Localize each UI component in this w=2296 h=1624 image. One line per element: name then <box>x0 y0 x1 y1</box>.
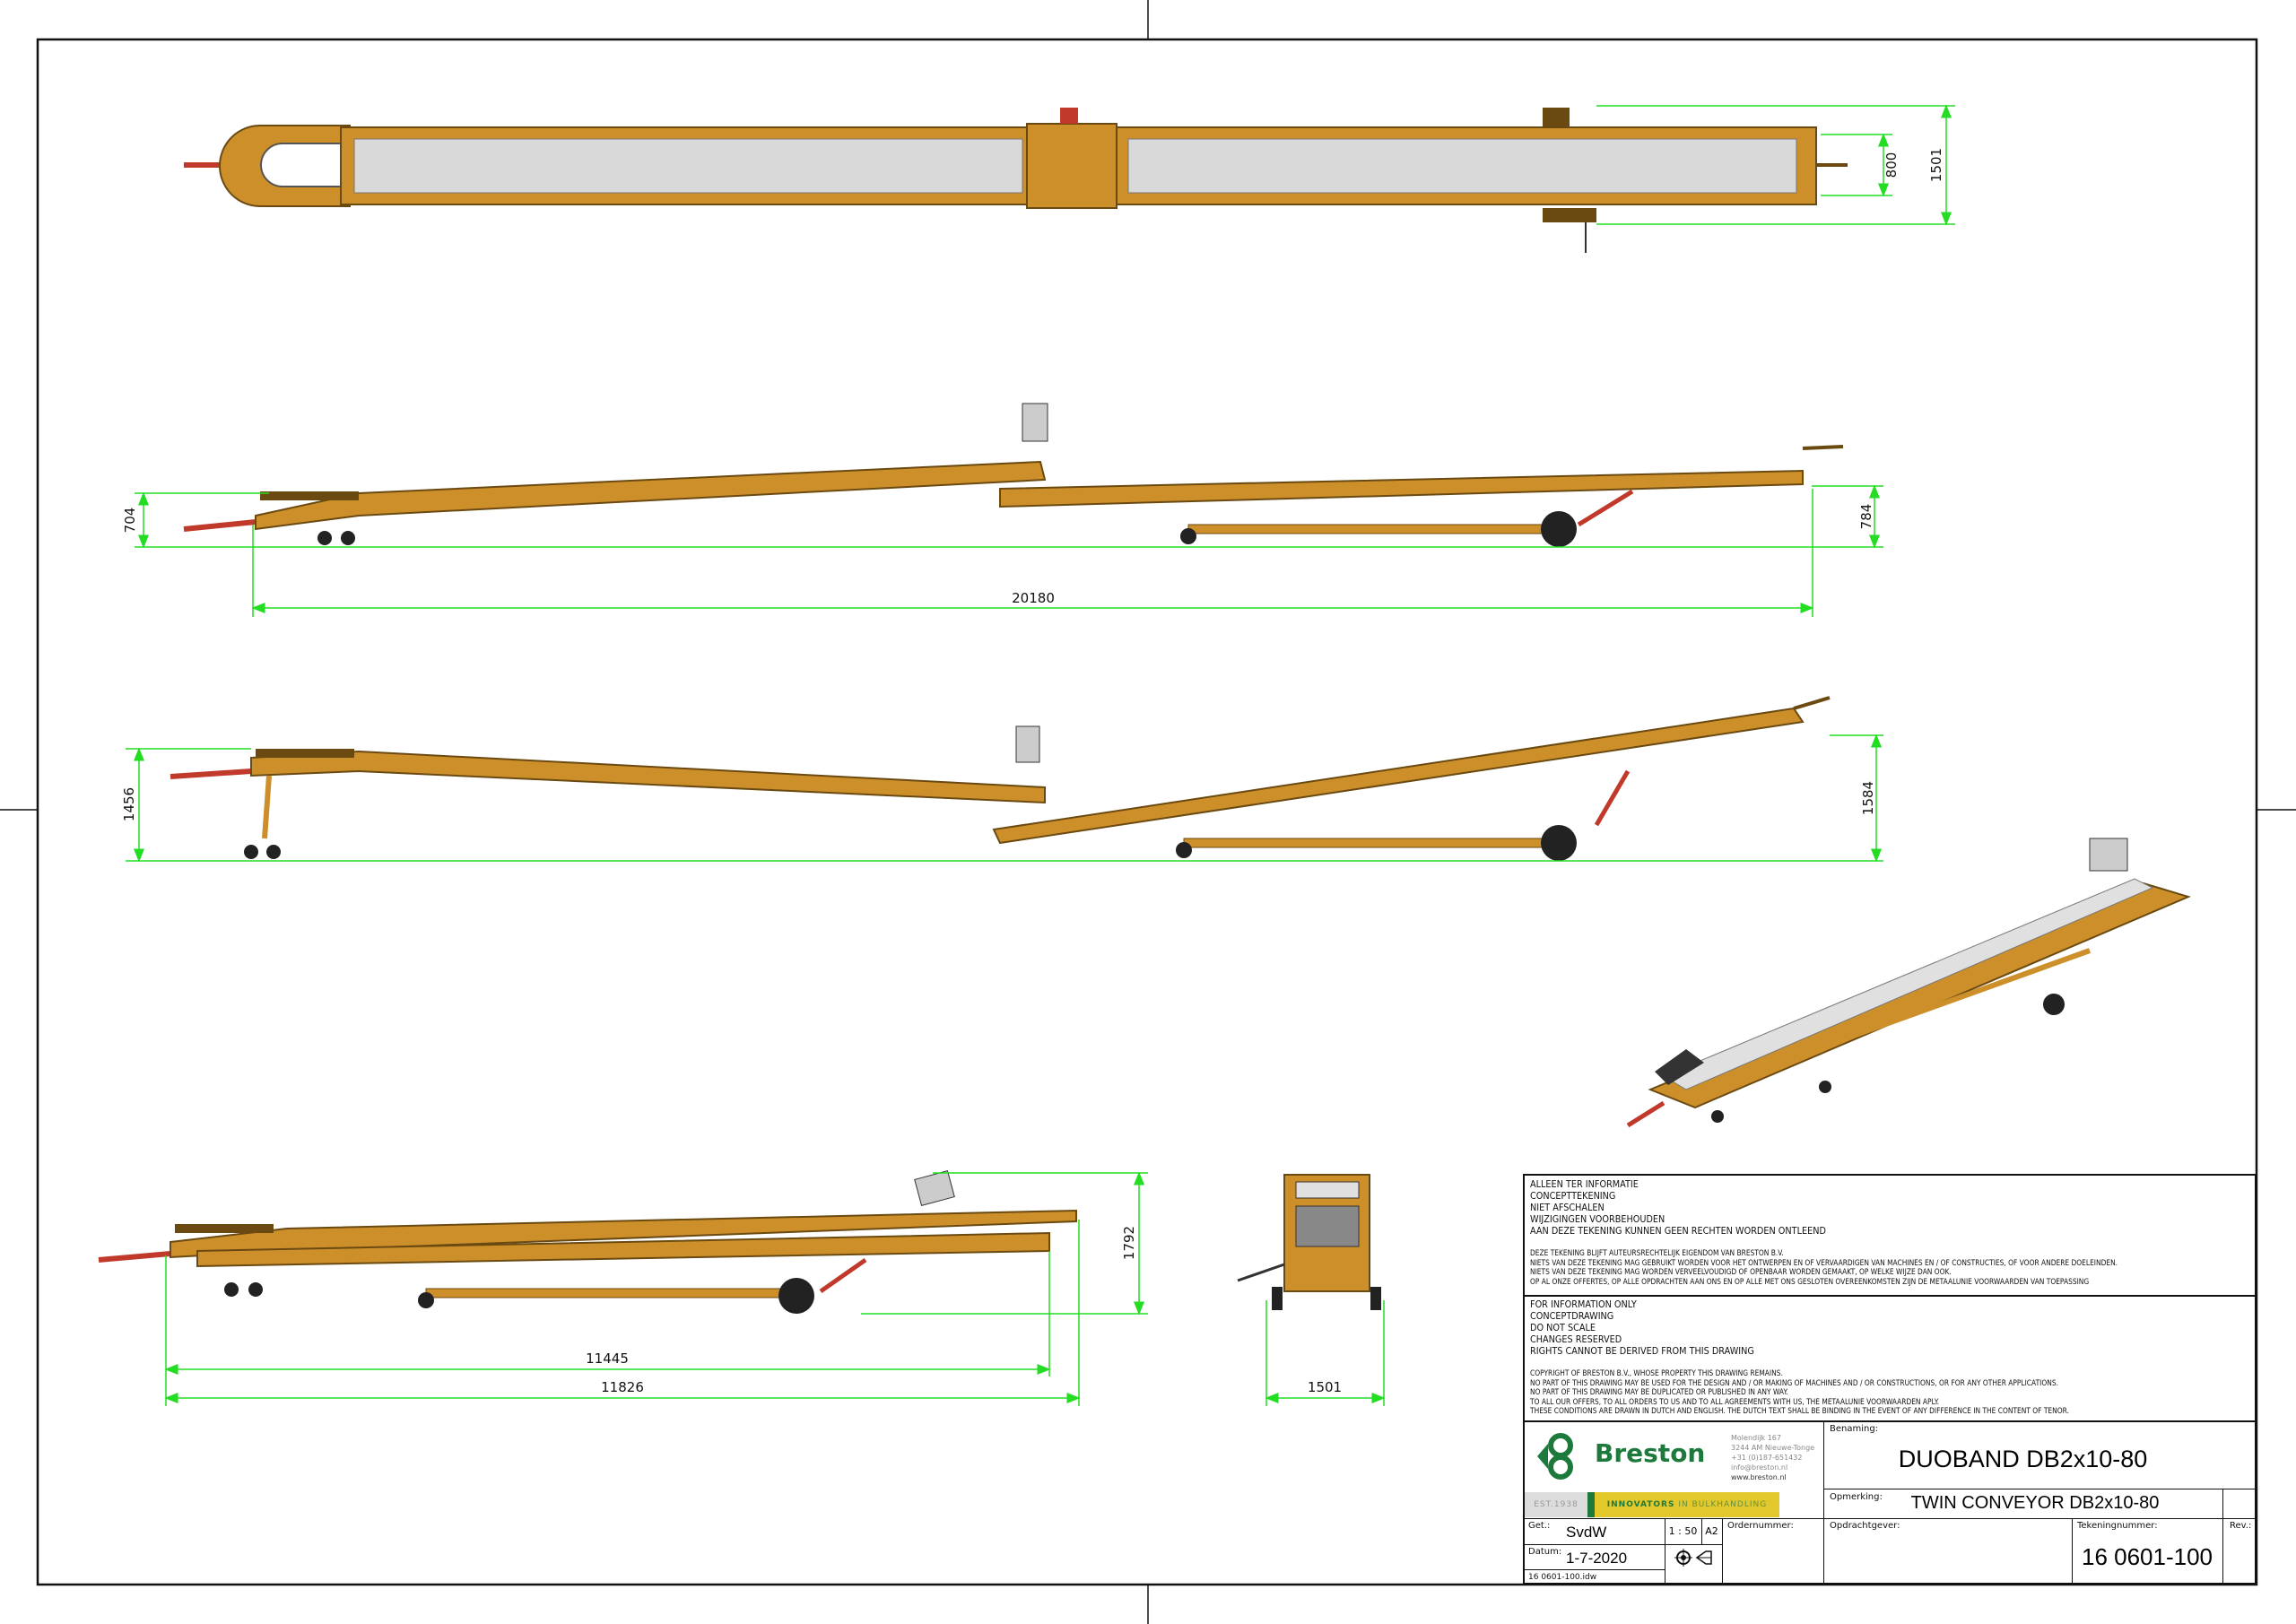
address-line: +31 (0)187-651432 <box>1731 1454 1803 1462</box>
dim-inlet-height: 704 <box>122 508 138 534</box>
est-label: EST.1938 <box>1534 1500 1578 1509</box>
ordernummer-label: Ordernummer: <box>1727 1521 1794 1531</box>
dim-raised-inlet-height: 1456 <box>121 787 137 821</box>
scale: 1 : 50 <box>1668 1525 1698 1537</box>
notes-dutch: ALLEEN TER INFORMATIE CONCEPTTEKENING NI… <box>1530 1178 1826 1237</box>
drawing-remark: TWIN CONVEYOR DB2x10-80 <box>1910 1493 2160 1513</box>
note-line: RIGHTS CANNOT BE DERIVED FROM THIS DRAWI… <box>1530 1345 1754 1357</box>
dim-width-total: 1501 <box>1928 148 1944 182</box>
projection-symbol-icon <box>1674 1548 1717 1571</box>
note-line: NIETS VAN DEZE TEKENING MAG GEBRUIKT WOR… <box>1530 1258 2118 1268</box>
address-line: 3244 AM Nieuwe-Tonge <box>1731 1444 1815 1452</box>
notes-dutch-legal: DEZE TEKENING BLIJFT AUTEURSRECHTELIJK E… <box>1530 1249 2118 1287</box>
breston-logo-icon <box>1537 1433 1573 1480</box>
col-divider <box>2072 1518 2073 1585</box>
address-line: Molendijk 167 <box>1731 1434 1781 1442</box>
tagline-bold: INNOVATORS <box>1606 1500 1675 1509</box>
notes-english: FOR INFORMATION ONLY CONCEPTDRAWING DO N… <box>1530 1298 1754 1357</box>
col-divider <box>2222 1489 2223 1585</box>
front-view: 1501 <box>1237 1174 1386 1406</box>
note-line: NO PART OF THIS DRAWING MAY BE USED FOR … <box>1530 1378 2058 1388</box>
note-line: OP AL ONZE OFFERTES, OP ALLE OPDRACHTEN … <box>1530 1277 2090 1287</box>
drawing-number: 16 0601-100 <box>2081 1543 2213 1570</box>
dim-raised-outlet-height: 1584 <box>1860 781 1876 815</box>
col-divider <box>1823 1420 1824 1585</box>
note-line: CHANGES RESERVED <box>1530 1333 1622 1345</box>
row-divider <box>1523 1544 1722 1545</box>
note-line: THESE CONDITIONS ARE DRAWN IN DUTCH AND … <box>1530 1407 2069 1416</box>
breston-logo <box>1535 1431 1575 1481</box>
note-line: ALLEEN TER INFORMATIE <box>1530 1178 1639 1190</box>
note-line: NIETS VAN DEZE TEKENING MAG WORDEN VERVE… <box>1530 1268 1952 1277</box>
note-line: AAN DEZE TEKENING KUNNEN GEEN RECHTEN WO… <box>1530 1225 1826 1237</box>
note-line: CONCEPTTEKENING <box>1530 1190 1616 1202</box>
side-view-lowered: 704 784 20180 <box>122 403 1883 617</box>
dim-folded-height: 1792 <box>1121 1226 1137 1260</box>
side-view-folded: 1792 11445 11826 <box>98 1169 1148 1406</box>
drawing-title: DUOBAND DB2x10-80 <box>1898 1446 2148 1472</box>
col-divider <box>1722 1518 1723 1585</box>
note-line: WIJZIGINGEN VOORBEHOUDEN <box>1530 1213 1665 1225</box>
tekeningnummer-label: Tekeningnummer: <box>2077 1521 2158 1531</box>
address-line: www.breston.nl <box>1731 1473 1787 1481</box>
col-divider <box>1701 1518 1702 1544</box>
note-line: DEZE TEKENING BLIJFT AUTEURSRECHTELIJK E… <box>1530 1249 1784 1258</box>
row-divider <box>1523 1518 2257 1519</box>
note-line: TO ALL OUR OFFERS, TO ALL ORDERS TO US A… <box>1530 1397 1940 1407</box>
rev-label: Rev.: <box>2230 1521 2252 1531</box>
side-view-raised: 1456 1584 <box>121 696 1883 863</box>
opdrachtgever-label: Opdrachtgever: <box>1830 1521 1900 1531</box>
row-divider <box>1523 1569 1665 1570</box>
dim-folded-length-short: 11445 <box>586 1350 629 1367</box>
dim-width-belt: 800 <box>1883 152 1900 178</box>
note-line: DO NOT SCALE <box>1530 1322 1596 1333</box>
benaming-label: Benaming: <box>1830 1424 1879 1434</box>
tagline-band: INNOVATORS IN BULKHANDLING <box>1595 1492 1779 1517</box>
datum-label: Datum: <box>1528 1547 1562 1557</box>
sheet-border <box>36 38 2258 1586</box>
company-address: Molendijk 167 3244 AM Nieuwe-Tonge +31 (… <box>1731 1433 1814 1482</box>
dim-outlet-height: 784 <box>1858 504 1874 530</box>
date: 1-7-2020 <box>1566 1550 1628 1567</box>
top-view: 800 1501 <box>184 104 1955 253</box>
notes-divider <box>1525 1295 2255 1297</box>
opmerking-label: Opmerking: <box>1830 1492 1883 1502</box>
green-stripe <box>1587 1492 1595 1517</box>
dim-folded-length-long: 11826 <box>601 1379 644 1395</box>
get-label: Get.: <box>1528 1521 1551 1531</box>
dim-front-width: 1501 <box>1308 1379 1342 1395</box>
file-name: 16 0601-100.idw <box>1528 1573 1597 1582</box>
isometric-view <box>1626 838 2191 1128</box>
note-line: CONCEPTDRAWING <box>1530 1310 1614 1322</box>
company-name: Breston <box>1595 1438 1706 1468</box>
dim-total-length: 20180 <box>1012 590 1055 606</box>
address-line: info@breston.nl <box>1731 1463 1788 1472</box>
drafter: SvdW <box>1566 1524 1607 1541</box>
sheet-format: A2 <box>1705 1525 1718 1537</box>
notes-english-legal: COPYRIGHT OF BRESTON B.V., WHOSE PROPERT… <box>1530 1369 2069 1417</box>
note-line: NO PART OF THIS DRAWING MAY BE DUPLICATE… <box>1530 1388 1788 1397</box>
note-line: COPYRIGHT OF BRESTON B.V., WHOSE PROPERT… <box>1530 1369 1783 1378</box>
note-line: FOR INFORMATION ONLY <box>1530 1298 1637 1310</box>
tagline-rest: IN BULKHANDLING <box>1674 1500 1768 1509</box>
row-divider <box>1523 1420 2257 1422</box>
note-line: NIET AFSCHALEN <box>1530 1202 1605 1213</box>
est-band: EST.1938 <box>1525 1492 1587 1517</box>
